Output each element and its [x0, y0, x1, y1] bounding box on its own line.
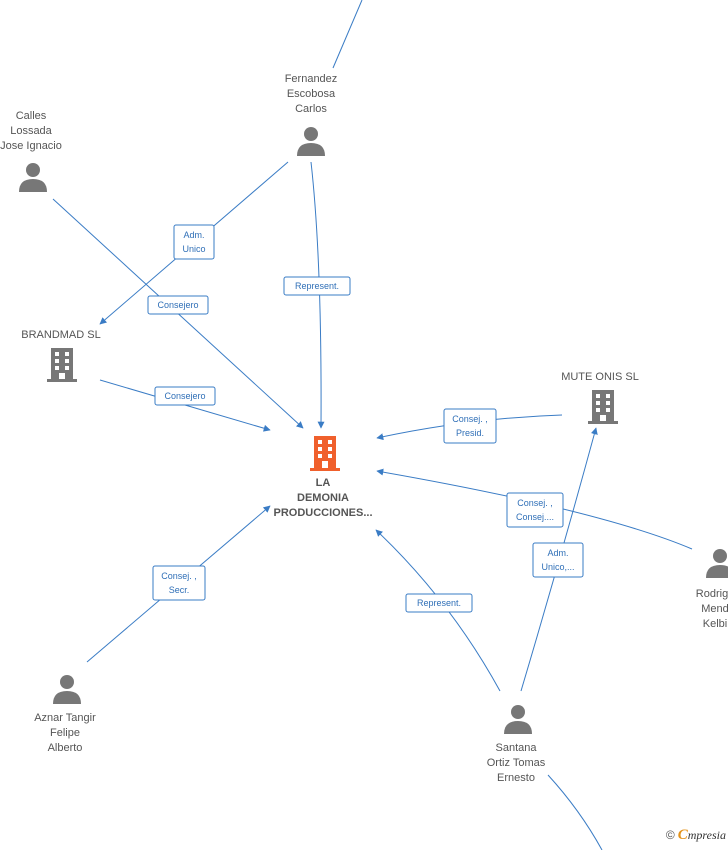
svg-text:Consej. ,: Consej. , [161, 571, 197, 581]
svg-text:Kelbi: Kelbi [703, 618, 727, 630]
building-icon [588, 390, 618, 424]
svg-text:Mend: Mend [701, 603, 728, 615]
svg-text:Fernandez: Fernandez [285, 73, 338, 85]
edge-label-consejero-2[interactable]: Consejero [154, 386, 216, 406]
svg-text:MUTE ONIS SL: MUTE ONIS SL [561, 371, 639, 383]
svg-text:Consej. ,: Consej. , [452, 414, 488, 424]
svg-text:Rodrig: Rodrig [696, 588, 728, 600]
node-person-rodrig[interactable]: Rodrig Mend Kelbi [696, 549, 728, 630]
edge-label-consej-presid[interactable]: Consej. , Presid. [443, 408, 497, 444]
svg-text:Alberto: Alberto [48, 742, 83, 754]
edge-label-represent-1[interactable]: Represent. [283, 276, 351, 296]
edge-label-consej-secr[interactable]: Consej. , Secr. [152, 565, 206, 601]
svg-text:Ortiz Tomas: Ortiz Tomas [487, 757, 546, 769]
svg-text:Represent.: Represent. [295, 281, 339, 291]
svg-text:Represent.: Represent. [417, 598, 461, 608]
svg-text:Aznar Tangir: Aznar Tangir [34, 712, 96, 724]
svg-text:BRANDMAD SL: BRANDMAD SL [21, 329, 100, 341]
svg-text:Felipe: Felipe [50, 727, 80, 739]
brand-logo: ©Cmpresia [666, 827, 726, 844]
svg-text:Ernesto: Ernesto [497, 772, 535, 784]
node-person-fernandez[interactable]: Fernandez Escobosa Carlos [285, 73, 338, 156]
edge-label-consej-consej[interactable]: Consej. , Consej.... [506, 492, 564, 528]
svg-text:Adm.: Adm. [547, 548, 568, 558]
svg-text:Unico,...: Unico,... [541, 562, 574, 572]
svg-text:Secr.: Secr. [169, 585, 190, 595]
node-person-calles[interactable]: Calles Lossada Jose Ignacio [0, 110, 62, 192]
svg-text:Consej....: Consej.... [516, 512, 554, 522]
edge-label-adm-unico-2[interactable]: Adm. Unico,... [532, 542, 584, 578]
person-icon [53, 675, 81, 704]
svg-text:Consejero: Consejero [157, 300, 198, 310]
edge-rodrig-to-center [376, 468, 693, 550]
brand-initial: C [677, 827, 688, 843]
center-label-line-3: PRODUCCIONES... [273, 507, 372, 519]
edge-santana-offscreen [547, 774, 603, 850]
node-company-muteonis[interactable]: MUTE ONIS SL [561, 371, 639, 424]
brand-name: mpresia [687, 828, 726, 842]
center-label-line-1: LA [316, 477, 331, 489]
svg-text:Carlos: Carlos [295, 103, 327, 115]
svg-text:Unico: Unico [182, 244, 205, 254]
node-person-santana[interactable]: Santana Ortiz Tomas Ernesto [487, 705, 546, 784]
svg-text:Escobosa: Escobosa [287, 88, 336, 100]
center-label-line-2: DEMONIA [297, 492, 349, 504]
svg-text:Santana: Santana [496, 742, 538, 754]
svg-text:Lossada: Lossada [10, 125, 52, 137]
person-icon [297, 127, 325, 156]
building-icon [310, 436, 340, 471]
node-center-company[interactable]: LA DEMONIA PRODUCCIONES... [273, 436, 373, 519]
node-company-brandmad[interactable]: BRANDMAD SL [21, 329, 101, 382]
svg-text:Adm.: Adm. [183, 230, 204, 240]
building-icon [47, 348, 77, 382]
svg-text:Calles: Calles [16, 110, 47, 122]
edges [52, 0, 693, 850]
copyright-symbol: © [665, 828, 675, 842]
node-person-aznar[interactable]: Aznar Tangir Felipe Alberto [34, 675, 96, 754]
svg-text:Consej. ,: Consej. , [517, 498, 553, 508]
person-icon [504, 705, 532, 734]
person-icon [706, 549, 728, 578]
svg-text:Presid.: Presid. [456, 428, 484, 438]
person-icon [19, 163, 47, 192]
edge-label-consejero-1[interactable]: Consejero [147, 295, 209, 315]
edge-offscreen-to-fernandez [332, 0, 363, 69]
svg-text:Jose Ignacio: Jose Ignacio [0, 140, 62, 152]
edge-label-adm-unico-1[interactable]: Adm. Unico [173, 224, 215, 260]
svg-text:Consejero: Consejero [164, 391, 205, 401]
edge-label-represent-2[interactable]: Represent. [405, 593, 473, 613]
